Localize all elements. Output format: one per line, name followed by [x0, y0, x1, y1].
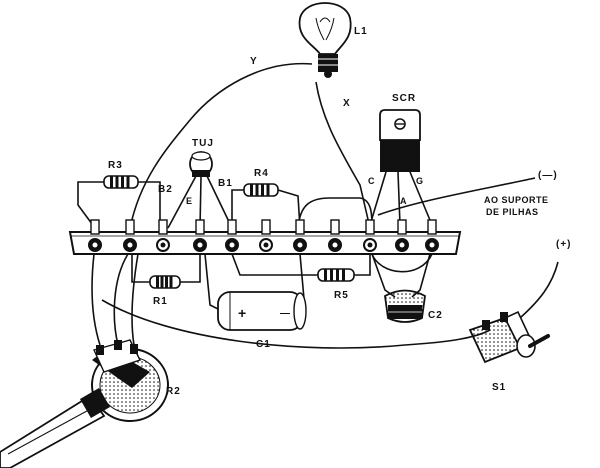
terminal-lug: [395, 219, 409, 252]
label-b1: B1: [218, 178, 233, 189]
wire-pot-switch: [101, 299, 491, 349]
pot-wire-2: [113, 253, 129, 346]
terminal-lug: [328, 219, 342, 252]
r4-lead-left: [231, 189, 244, 228]
label-scr-a: A: [400, 196, 407, 206]
label-battery-1: AO SUPORTE: [484, 195, 549, 205]
jumper-wire: [297, 197, 373, 229]
r1-lead-right: [180, 254, 201, 283]
label-pos-terminal: (+): [556, 239, 572, 250]
label-l1: L1: [354, 26, 368, 37]
label-s1: S1: [492, 382, 506, 393]
lamp-icon: [298, 2, 352, 78]
wire-x: [315, 81, 371, 229]
label-b2: B2: [158, 184, 173, 195]
wire-strip-loop: [371, 253, 433, 273]
label-r2: R2: [166, 386, 181, 397]
label-r4: R4: [254, 168, 269, 179]
r5-lead-left: [231, 253, 318, 276]
wires: [77, 62, 559, 349]
terminal-lug: [88, 219, 102, 252]
label-r5: R5: [334, 290, 349, 301]
resistor-r5: [317, 268, 355, 282]
label-r1: R1: [153, 296, 168, 307]
r3-lead-left: [77, 181, 104, 229]
label-tuj: TUJ: [192, 138, 214, 149]
resistor-r1: [149, 275, 181, 289]
labels: L1 Y X SCR TUJ R3 R4 B2 B1 E C A G (—) A…: [108, 26, 572, 397]
terminal-lug: [259, 219, 273, 252]
capacitor-c2: [384, 289, 426, 323]
terminal-lug: [123, 219, 137, 252]
r5-lead-right: [354, 254, 371, 276]
resistor-r4: [243, 183, 279, 197]
label-scr-g: G: [416, 176, 424, 186]
terminal-strip: [68, 219, 462, 255]
wire-y: [129, 62, 313, 229]
label-battery-2: DE PILHAS: [486, 207, 539, 217]
label-c2: C2: [428, 310, 443, 321]
label-r3: R3: [108, 160, 123, 171]
r3-lead-right: [137, 181, 161, 228]
label-scr: SCR: [392, 93, 416, 104]
label-x: X: [343, 98, 351, 109]
ujt-icon: [189, 151, 213, 177]
pot-wire-3: [131, 253, 139, 346]
scr-lead-g: [409, 171, 433, 226]
c1-lead-plus: [204, 253, 221, 311]
wire-switch-pos: [519, 261, 559, 319]
label-e: E: [186, 196, 193, 206]
label-neg-terminal: (—): [538, 170, 558, 181]
label-c1-plus: +: [238, 305, 247, 321]
label-c1: C1: [256, 339, 271, 350]
switch-icon: [468, 310, 550, 364]
terminal-lug: [225, 219, 239, 252]
terminal-lug: [293, 219, 307, 252]
terminal-lug: [363, 219, 377, 252]
capacitor-c1: [217, 291, 307, 331]
resistor-r3: [103, 175, 139, 189]
scr-icon: [379, 109, 421, 172]
label-c1-minus: —: [280, 308, 291, 319]
r1-lead-left: [131, 254, 150, 283]
label-scr-c: C: [368, 176, 375, 186]
scr-lead-a: [397, 171, 401, 226]
scr-lead-c: [369, 171, 387, 226]
potentiometer-icon: [0, 339, 169, 468]
terminal-lug: [156, 219, 170, 252]
ujt-lead-b2: [167, 175, 197, 229]
terminal-lug: [425, 219, 439, 252]
pot-wire-1: [91, 253, 101, 346]
wire-battery-neg: [377, 177, 536, 216]
terminal-lug: [193, 219, 207, 252]
label-y: Y: [250, 56, 258, 67]
